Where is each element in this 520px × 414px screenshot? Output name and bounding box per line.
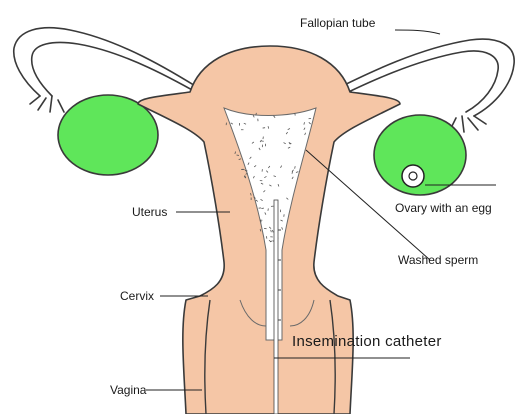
- label-cervix: Cervix: [120, 289, 154, 303]
- insemination-catheter-tube: [274, 200, 278, 414]
- left-fimbriae: [30, 96, 64, 112]
- label-vagina: Vagina: [110, 383, 147, 397]
- left-fallopian-tube-inner: [32, 43, 210, 101]
- label-washed-sperm: Washed sperm: [398, 253, 478, 267]
- egg-nucleus: [409, 172, 417, 180]
- label-ovary-with-egg: Ovary with an egg: [395, 201, 492, 215]
- fallopian-tube-leader: [395, 30, 440, 34]
- sperm-speck: [261, 208, 263, 209]
- sperm-speck: [295, 166, 296, 168]
- label-uterus: Uterus: [132, 205, 167, 219]
- label-fallopian-tube: Fallopian tube: [300, 16, 376, 30]
- label-insemination-catheter: Insemination catheter: [292, 333, 442, 350]
